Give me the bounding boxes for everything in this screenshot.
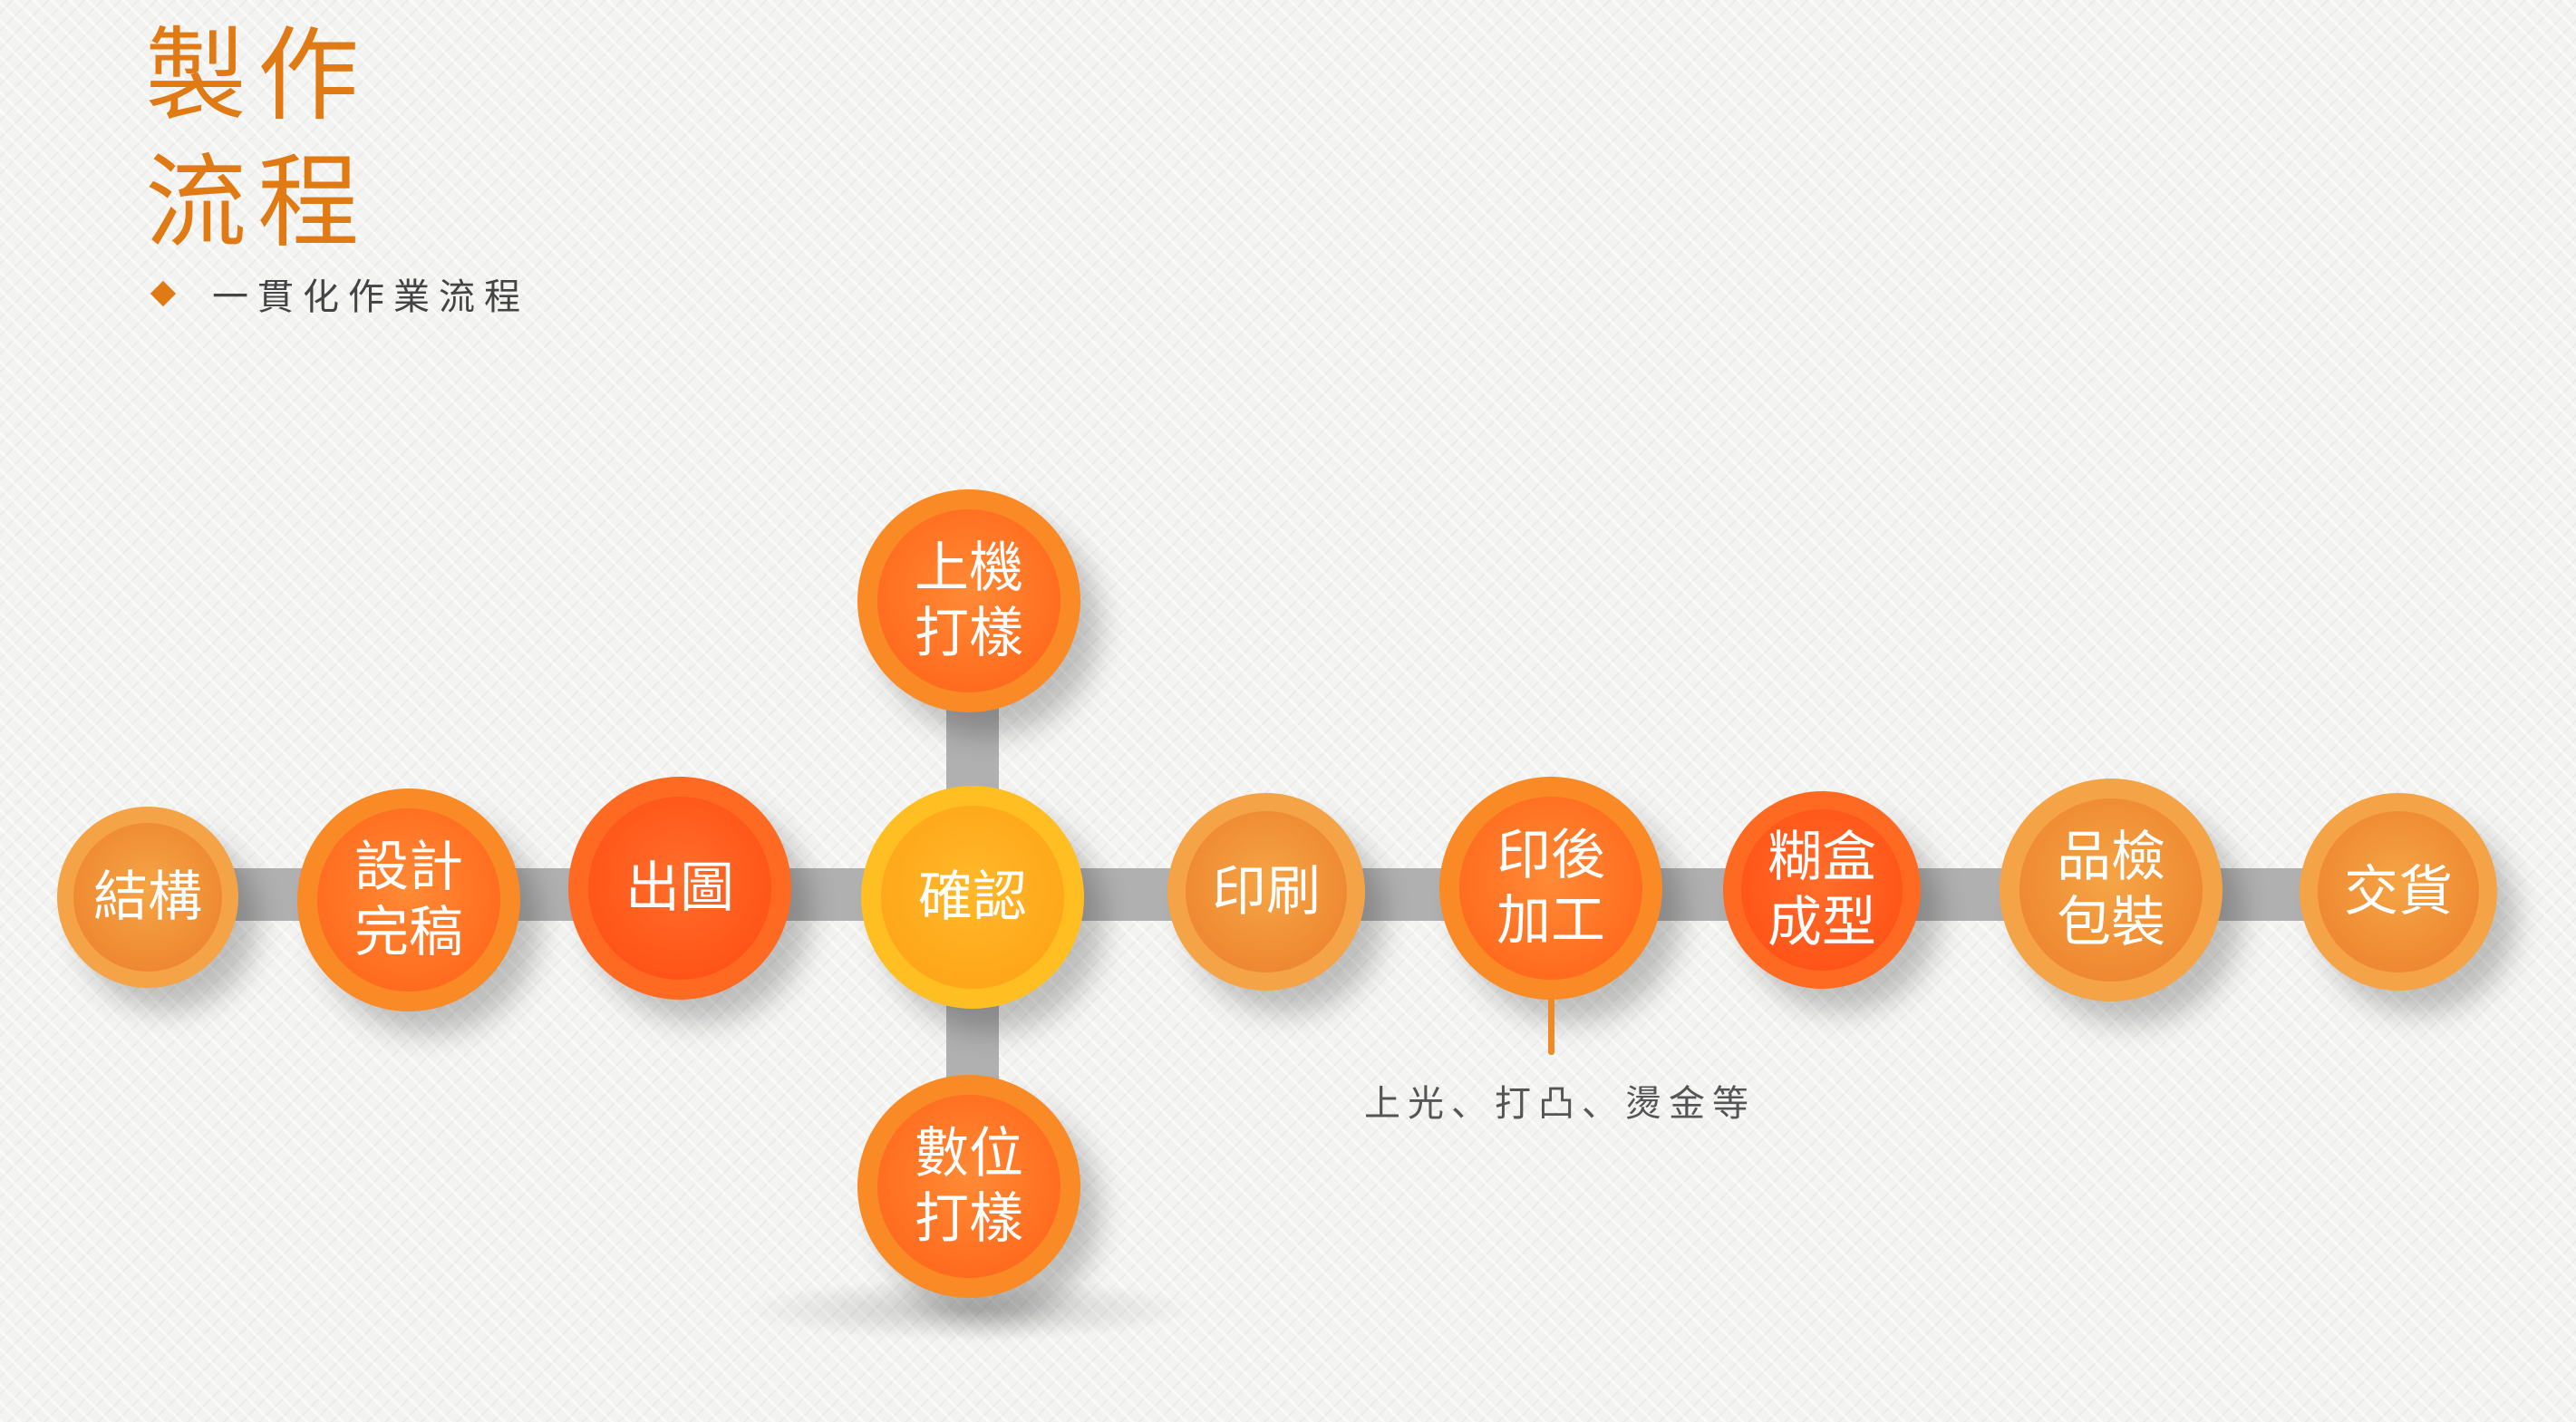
step-label: 確認 [918,866,1027,929]
step-label: 印後加工 [1496,824,1605,953]
step-printing: 印刷 [1167,793,1365,991]
step-design: 設計完稿 [297,788,520,1011]
step-label: 設計完稿 [354,836,463,964]
step-press-proof: 上機打樣 [857,489,1080,712]
step-label: 出圖 [625,856,734,920]
step-confirm: 確認 [861,786,1084,1009]
step-label: 印刷 [1212,860,1321,924]
step-box-forming: 糊盒成型 [1723,791,1921,989]
step-label: 糊盒成型 [1767,826,1876,954]
post-press-note: 上光、打凸、燙金等 [1364,1083,1756,1125]
step-digital-proof: 數位打樣 [857,1075,1080,1298]
step-delivery: 交貨 [2300,793,2497,991]
step-label: 交貨 [2344,860,2453,924]
step-label: 上機打樣 [915,537,1023,665]
subtitle-text: 一貫化作業流程 [212,276,529,318]
step-structure: 結構 [57,807,238,988]
step-label: 數位打樣 [915,1122,1023,1251]
page-title-line-1: 製作 [145,17,370,135]
diamond-bullet-icon [150,280,177,307]
step-label: 結構 [93,866,202,929]
page-title-line-2: 流程 [145,144,370,262]
note-pointer-line [1548,997,1554,1055]
step-inspection: 品檢包裝 [2000,779,2223,1001]
step-output: 出圖 [568,777,791,1000]
step-label: 品檢包裝 [2057,826,2165,954]
step-post-press: 印後加工 [1439,777,1662,1000]
subtitle: 一貫化作業流程 [150,267,529,320]
